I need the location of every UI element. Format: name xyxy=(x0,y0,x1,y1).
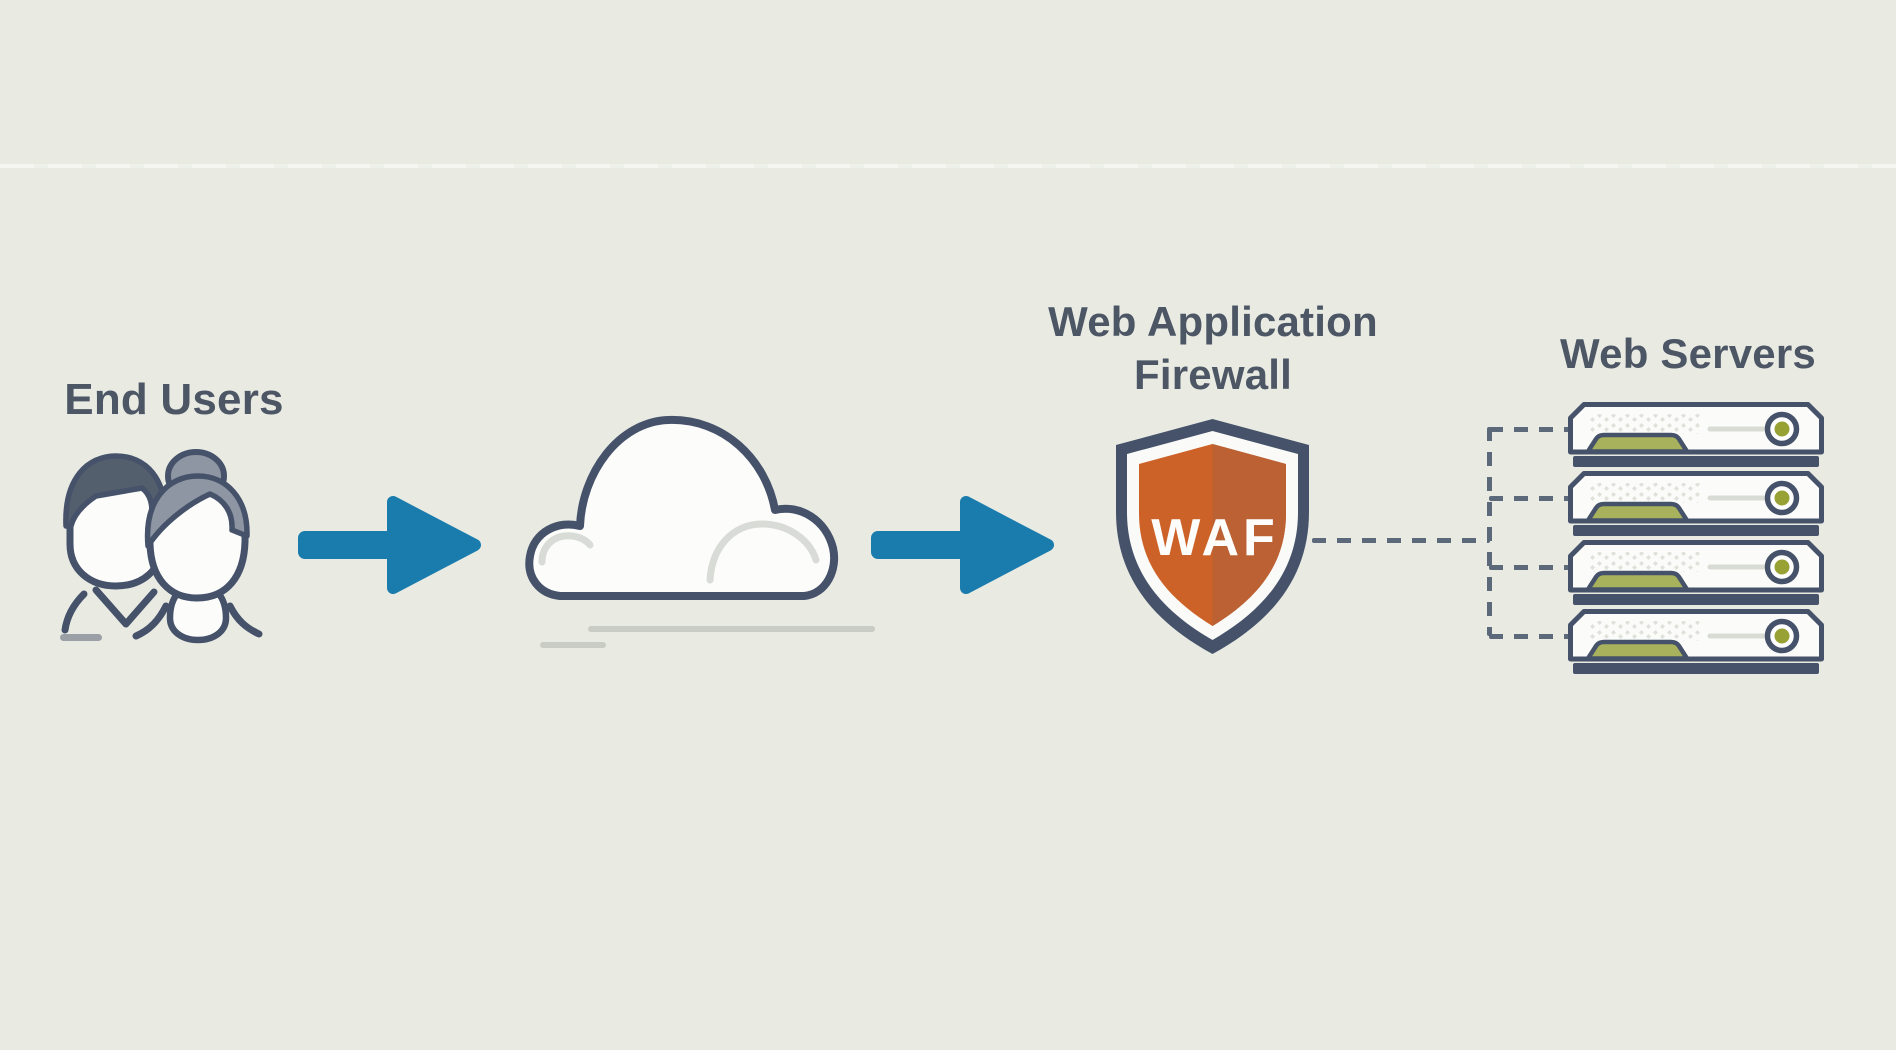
server-stack-icon xyxy=(1568,402,1824,676)
cloud-highlight-left xyxy=(538,532,594,566)
users-icon xyxy=(60,449,263,644)
connector-branch-4 xyxy=(1489,634,1572,639)
waf-label: Web Application Firewall xyxy=(1048,298,1378,398)
connector-branch-2 xyxy=(1489,496,1572,501)
server-unit-4 xyxy=(1571,612,1822,675)
shield-icon: WAF xyxy=(1116,419,1309,654)
end-users-label: End Users xyxy=(64,375,284,424)
cloud-icon xyxy=(525,415,839,600)
cloud-ground-line-short xyxy=(540,642,606,648)
arrow-right-icon xyxy=(298,496,481,594)
user-female-icon xyxy=(132,449,263,644)
server-unit-3 xyxy=(1571,543,1822,606)
web-servers-label: Web Servers xyxy=(1560,330,1816,377)
server-unit-2 xyxy=(1571,474,1822,537)
cloud-ground-line xyxy=(588,626,875,632)
background-seam xyxy=(0,164,1896,168)
connector-main xyxy=(1312,538,1490,543)
connector-trunk xyxy=(1487,427,1492,636)
connector-branch-3 xyxy=(1489,565,1572,570)
arrow-right-icon xyxy=(871,496,1054,594)
waf-badge: WAF xyxy=(1151,509,1279,567)
connector-branch-1 xyxy=(1489,427,1572,432)
shield-shadow-half xyxy=(1212,444,1286,626)
cloud-highlight-right xyxy=(706,520,820,584)
ground-dash xyxy=(60,634,102,641)
server-unit-1 xyxy=(1571,405,1822,468)
